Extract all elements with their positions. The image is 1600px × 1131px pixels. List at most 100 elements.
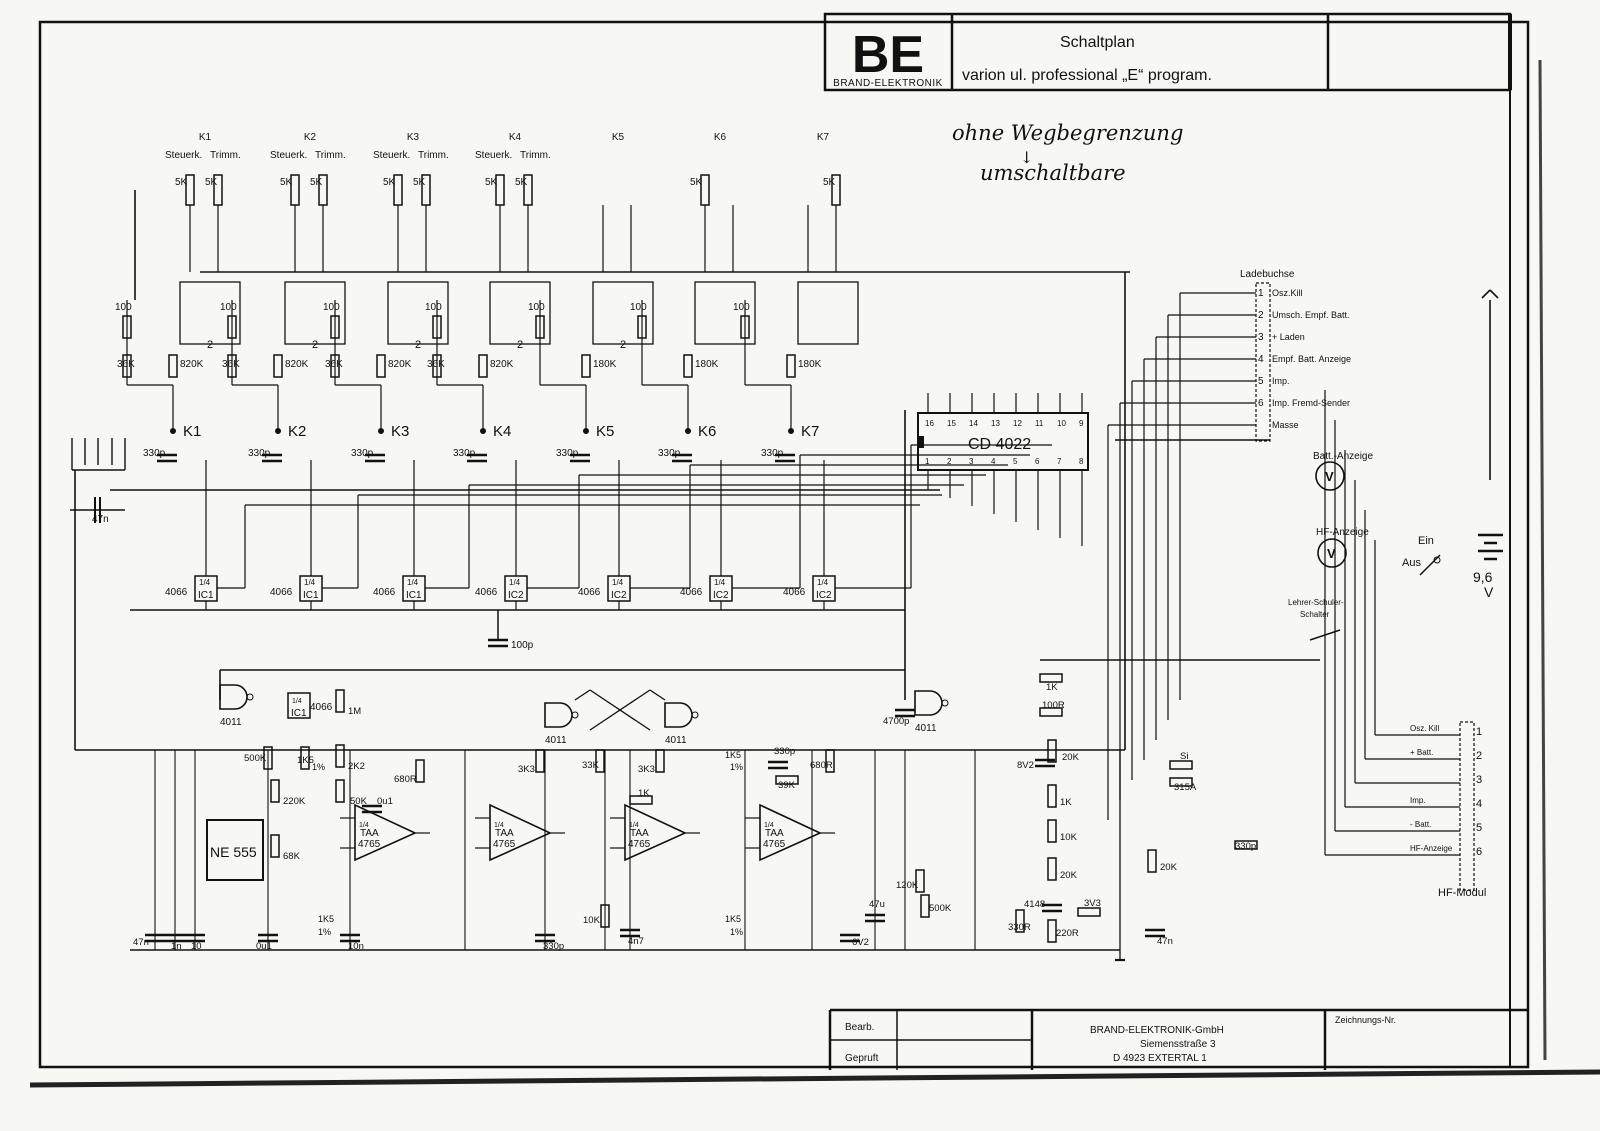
channel-gate-fraction: 1/4 [407, 578, 419, 587]
opamp-number-label: 4765 [763, 839, 786, 850]
capacitor-47n-left: 47n [92, 497, 109, 525]
part-value-label: 1K [1060, 797, 1072, 808]
channel-res-left-label: 36K [427, 359, 445, 370]
channel-gate-label: 4066 [270, 587, 293, 598]
channel-gate-label: 4066 [578, 587, 601, 598]
channel-switch-number: 2 [415, 339, 421, 351]
part-d4148: 4148 [1024, 899, 1062, 913]
channel-gate-fraction: 1/4 [817, 578, 829, 587]
gate-inverter-bubble [571, 711, 579, 719]
part-r3k3b: 3K3 [638, 749, 665, 775]
part-value-label: 50K [350, 796, 368, 807]
part-r10k-b: 10K [1047, 819, 1078, 843]
resistor-body [915, 869, 925, 893]
channel-pot1-label: 5K [383, 177, 396, 188]
opamp-triangle [624, 803, 687, 862]
part-si: Si [1169, 751, 1193, 770]
gate-4011-right: 4011 [914, 690, 949, 734]
channel-trimmer-label: 100 [220, 302, 237, 313]
channel-res-right-label: 180K [798, 359, 822, 370]
opamp-type-label: TAA [495, 828, 514, 839]
channel-gate-ic: IC2 [508, 590, 524, 601]
gate-inverter-bubble [941, 699, 949, 707]
channel-trimm-label: Trimm. [315, 150, 346, 161]
part-value-label: 1K5 [297, 755, 314, 766]
part-value-label: 68K [283, 851, 301, 862]
channel-res-right-label: 820K [490, 359, 514, 370]
channel-switch-block [284, 281, 346, 345]
cap-47n-label: 47n [92, 514, 109, 525]
channel-gate-ic: IC2 [713, 590, 729, 601]
channel-pot1-label: 5K [175, 177, 188, 188]
channel-trimmer-label: 100 [323, 302, 340, 313]
channel-k-node [275, 428, 281, 434]
channel-k-node [170, 428, 176, 434]
channel-gate-fraction: 1/4 [199, 578, 211, 587]
channel-switch-number: 2 [312, 339, 318, 351]
channel-cap-label: 330p [453, 448, 476, 459]
ladebuchse-pin-number: 1 [1258, 288, 1264, 299]
channel-switch-number: 2 [620, 339, 626, 351]
channel-cap [157, 453, 177, 463]
channel-header-label: K2 [304, 132, 317, 143]
footer-company: BRAND-ELEKTRONIK-GmbH [1090, 1025, 1224, 1036]
part-value-label: 500K [929, 903, 952, 914]
hf-meter-symbol: V [1327, 546, 1336, 561]
part-value-label: 20K [1062, 752, 1080, 763]
resistor-body [1234, 840, 1258, 850]
capacitor-body [362, 804, 382, 814]
title-line-2: varion ul. professional „E“ program. [962, 67, 1212, 84]
channel-cap [570, 453, 590, 463]
hf-module-pin-label: - Batt. [1410, 820, 1431, 829]
part-value-label: 330p [1235, 841, 1256, 852]
footer-geprueft: Gepruft [845, 1053, 879, 1064]
part-value-label: 4700p [883, 716, 909, 727]
part-value-label: 0u1 [256, 941, 272, 952]
switch-ein-label: Ein [1418, 535, 1434, 547]
tolerance-label: 1% [318, 927, 331, 937]
channel-pot2-label: 5K [823, 177, 836, 188]
opamp-triangle [489, 803, 552, 862]
channel-steuer-label: Steuerk. [373, 150, 410, 161]
part-value-label: 330R [1008, 922, 1031, 933]
part-r33k: 33K [582, 749, 605, 773]
part-value-label: 6V2 [852, 937, 869, 948]
capacitor-body [840, 933, 860, 943]
channel-k-output-label: K2 [288, 423, 306, 440]
battery: 9,6 V [1473, 289, 1503, 600]
capacitor-body [768, 760, 788, 770]
hf-module-pin-label: Imp. [1410, 796, 1426, 805]
cd4022-top-pin-label: 15 [947, 419, 956, 428]
channel-header-label: K1 [199, 132, 212, 143]
opamp-quarter-label: 1/4 [629, 822, 639, 829]
part-value-label: 47n [133, 937, 149, 948]
resistor-body [300, 746, 310, 770]
channel-res-left-label: 36K [325, 359, 343, 370]
resistor-body [1047, 857, 1057, 881]
channel-k-node [583, 428, 589, 434]
resistor-body [775, 775, 799, 785]
part-r120k: 120K [896, 869, 925, 893]
cap-100p-label: 100p [511, 640, 534, 651]
channel-res-right [786, 354, 796, 378]
channel-wiring [126, 300, 1052, 589]
cd4022-bottom-pin-label: 4 [991, 457, 996, 466]
gate-type-label: 4011 [665, 735, 687, 746]
capacitor-body [1145, 928, 1165, 938]
part-r1m: 1M [335, 689, 361, 717]
part-p50k: 50K [335, 779, 368, 807]
switch-aus-label: Aus [1402, 557, 1421, 569]
cd4022-bottom-pin-label: 6 [1035, 457, 1040, 466]
opamp-type-label: TAA [630, 828, 649, 839]
batt-meter-symbol: V [1325, 469, 1334, 484]
channel-steuer-label: Steuerk. [165, 150, 202, 161]
part-c4700p: 4700p [883, 708, 915, 727]
channel-res-left-label: 36K [222, 359, 240, 370]
part-r680r: 680R [394, 759, 425, 785]
battery-unit: V [1484, 584, 1494, 600]
ladebuchse-pin-label: Empf. Batt. Anzeige [1272, 354, 1351, 364]
